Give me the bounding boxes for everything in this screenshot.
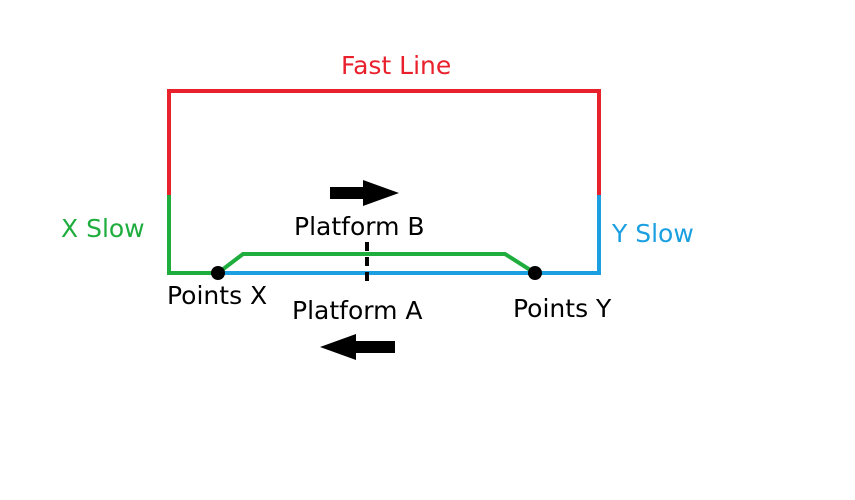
points-x-marker xyxy=(211,266,225,280)
points-y-marker xyxy=(528,266,542,280)
x-slow-track xyxy=(167,195,218,275)
platform-a-label: Platform A xyxy=(292,296,423,325)
platform-b-loop xyxy=(216,252,537,275)
platform-b-label: Platform B xyxy=(294,212,425,241)
arrow-left-icon xyxy=(320,334,395,360)
arrow-right-icon xyxy=(330,180,399,206)
fast-line-label: Fast Line xyxy=(341,51,452,80)
points-y-label: Points Y xyxy=(513,294,612,323)
fast-line-track xyxy=(167,89,601,195)
y-slow-label: Y Slow xyxy=(612,219,694,248)
points-x-label: Points X xyxy=(167,281,268,310)
y-slow-track xyxy=(218,195,601,275)
x-slow-label: X Slow xyxy=(61,214,145,243)
